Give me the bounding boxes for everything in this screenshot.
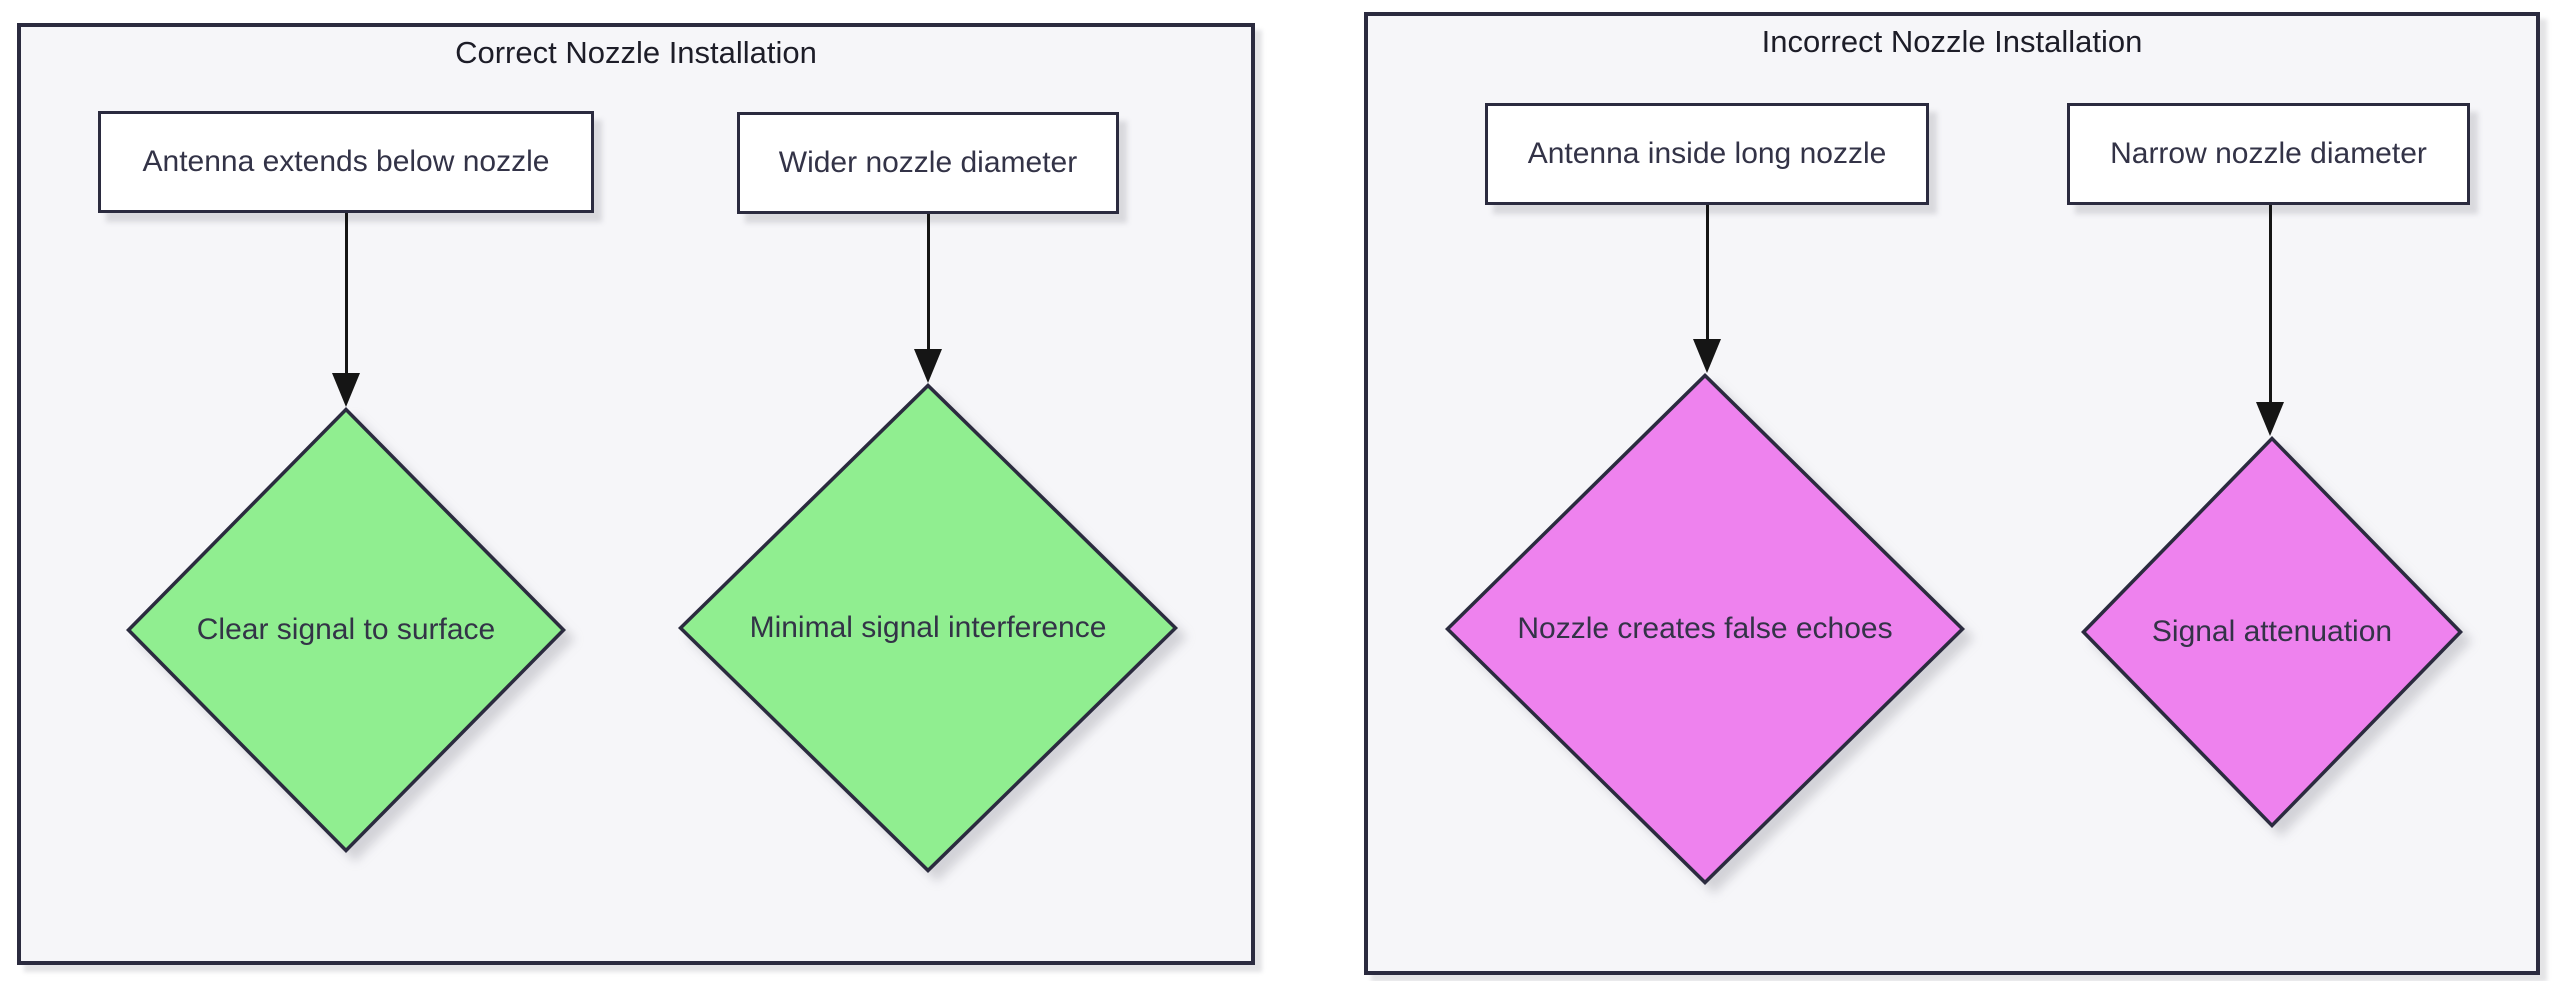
arrow-down-icon (332, 213, 360, 407)
arrow-line (926, 214, 930, 349)
diamond-label: Signal attenuation (2151, 615, 2393, 648)
arrow-line (2268, 205, 2272, 402)
diamond-label: Clear signal to surface (196, 613, 496, 646)
panel-title: Incorrect Nozzle Installation (1761, 24, 2143, 59)
diamond-minimal-signal-interference: Minimal signal interference (678, 383, 1178, 873)
box-antenna-extends-below-nozzle: Antenna extends below nozzle (98, 111, 594, 213)
arrow-head-icon (1693, 339, 1721, 373)
arrow-head-icon (2256, 402, 2284, 436)
arrow-line (1705, 205, 1709, 339)
arrow-head-icon (914, 349, 942, 383)
box-antenna-inside-long-nozzle: Antenna inside long nozzle (1485, 103, 1929, 205)
diamond-label: Nozzle creates false echoes (1517, 612, 1893, 645)
arrow-down-icon (2256, 205, 2284, 436)
arrow-head-icon (332, 373, 360, 407)
diamond-label: Minimal signal interference (749, 611, 1107, 644)
diamond-nozzle-creates-false-echoes: Nozzle creates false echoes (1445, 373, 1965, 885)
arrow-line (344, 213, 348, 373)
box-label: Narrow nozzle diameter (2110, 137, 2427, 170)
box-label: Antenna extends below nozzle (142, 145, 550, 178)
arrow-down-icon (1693, 205, 1721, 373)
panel-correct-installation: Correct Nozzle Installation Antenna exte… (17, 23, 1255, 965)
panel-incorrect-installation: Incorrect Nozzle Installation Antenna in… (1364, 12, 2540, 975)
diamond-clear-signal-to-surface: Clear signal to surface (126, 407, 566, 853)
box-narrow-nozzle-diameter: Narrow nozzle diameter (2067, 103, 2470, 205)
box-label: Wider nozzle diameter (778, 146, 1078, 179)
arrow-down-icon (914, 214, 942, 383)
panel-title: Correct Nozzle Installation (455, 35, 817, 70)
box-wider-nozzle-diameter: Wider nozzle diameter (737, 112, 1119, 214)
diamond-signal-attenuation: Signal attenuation (2081, 436, 2463, 828)
box-label: Antenna inside long nozzle (1527, 137, 1887, 170)
